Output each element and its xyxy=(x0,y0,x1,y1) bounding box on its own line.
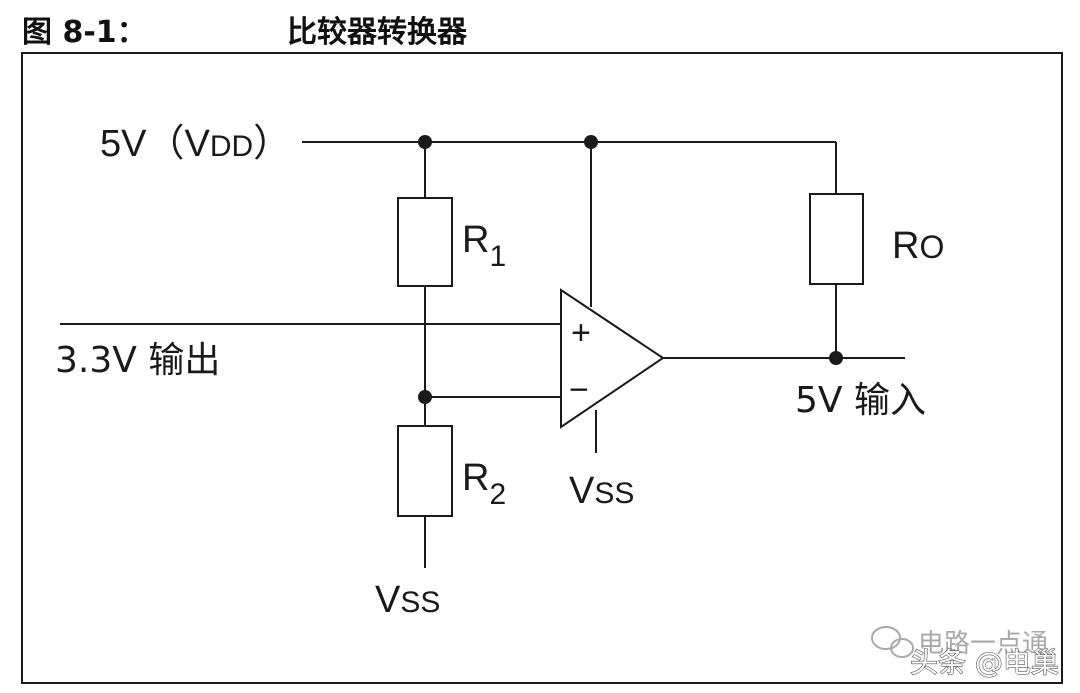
input-label: 3.3V 输出 xyxy=(55,340,220,381)
junction-dot xyxy=(418,135,432,149)
figure-number: 图 8-1： xyxy=(22,15,147,50)
r2-label: R2 xyxy=(462,457,506,511)
vss-divider-label: VSS xyxy=(375,579,440,621)
vdd-label: 5V（VDD） xyxy=(100,123,291,165)
resistor-r1 xyxy=(397,197,453,287)
ro-label: RO xyxy=(892,225,944,267)
minus-input-label: − xyxy=(569,371,589,409)
diagram-frame xyxy=(21,52,1063,684)
junction-dot xyxy=(418,390,432,404)
r1-label: R1 xyxy=(462,219,506,273)
comparator-symbol xyxy=(560,288,665,429)
junction-dot xyxy=(829,351,843,365)
wechat-icon xyxy=(871,626,914,658)
watermark-platform: 头条 @电巢 xyxy=(910,646,1059,679)
resistor-ro xyxy=(809,193,864,285)
figure-title: 比较器转换器 xyxy=(287,15,468,50)
resistor-r2 xyxy=(397,425,453,517)
junction-dot xyxy=(584,135,598,149)
vss-comparator-label: VSS xyxy=(569,470,634,512)
watermark-source: 电路一点通 xyxy=(918,629,1048,659)
output-label: 5V 输入 xyxy=(795,380,926,421)
plus-input-label: + xyxy=(571,314,591,352)
